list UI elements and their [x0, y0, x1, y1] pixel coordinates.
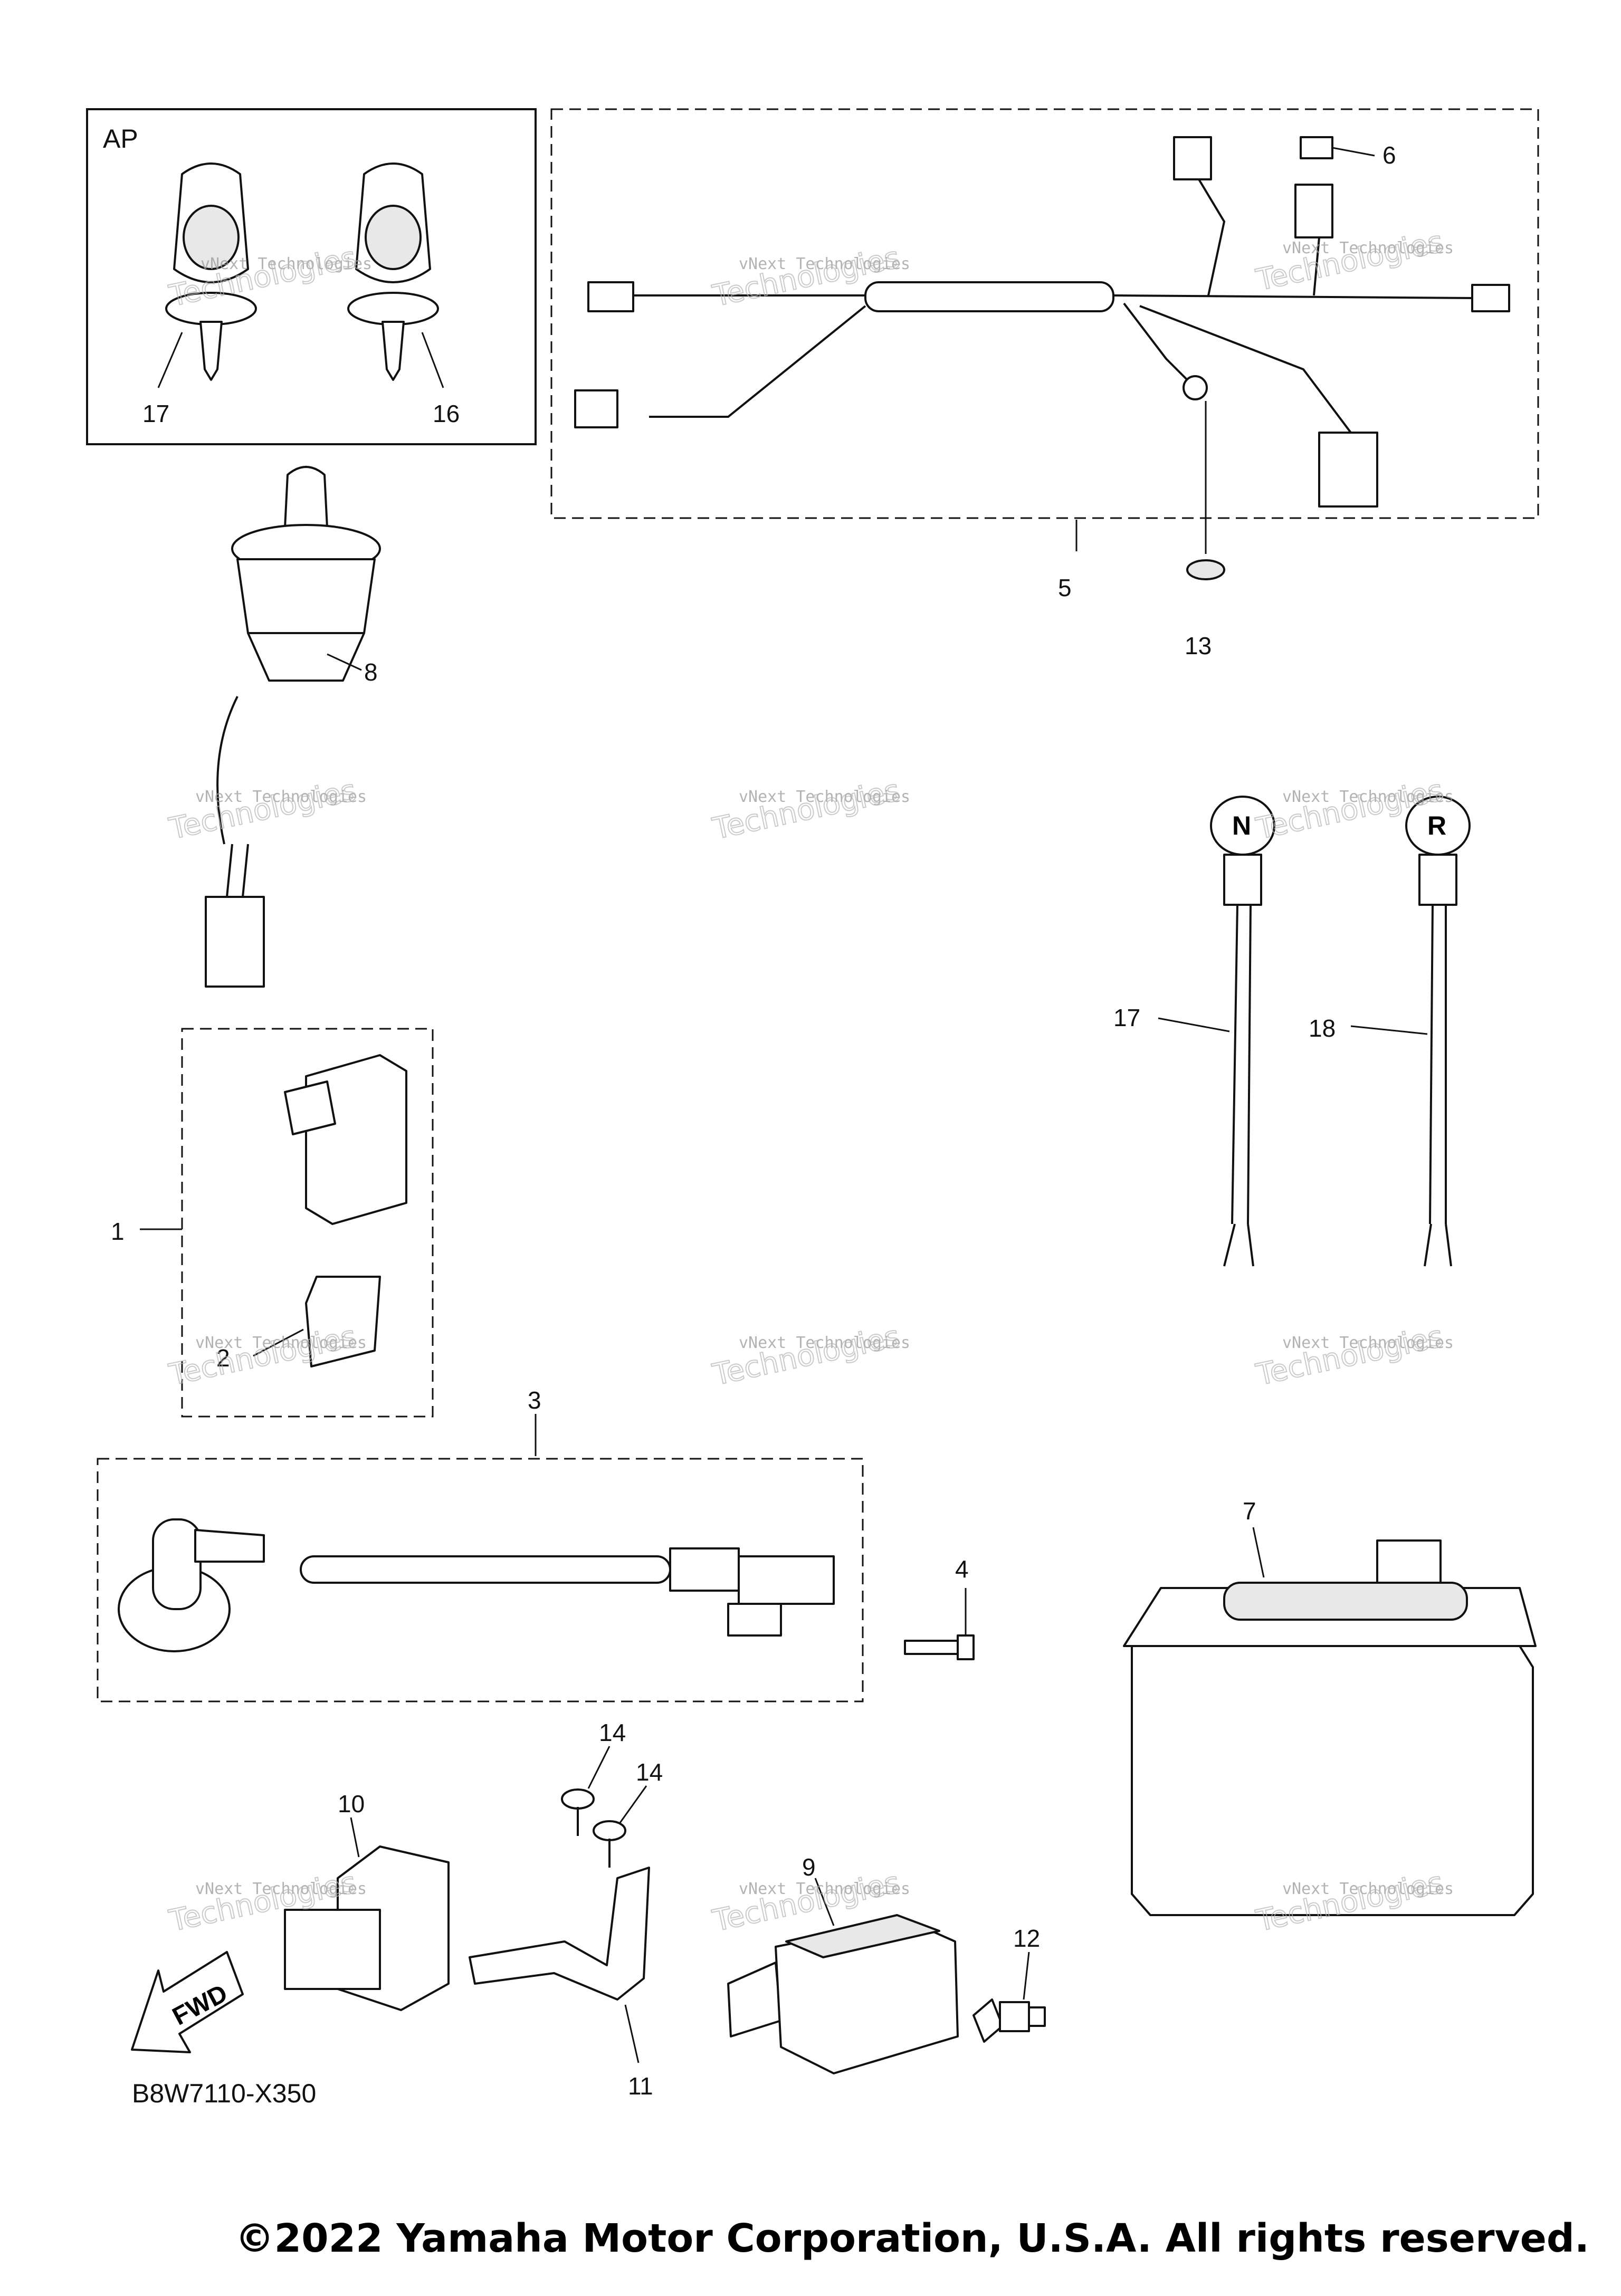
watermark-9: vNext Technologies Technologies [1253, 1319, 1454, 1393]
svg-text:vNext Technologies: vNext Technologies [195, 1880, 367, 1898]
callout-3: 3 [528, 1386, 541, 1414]
svg-text:vNext Technologies: vNext Technologies [739, 255, 910, 273]
ap-kit-box [86, 108, 537, 445]
callout-13: 13 [1185, 632, 1212, 659]
svg-text:vNext Technologies: vNext Technologies [1282, 1880, 1454, 1898]
callout-6: 6 [1382, 141, 1396, 169]
harness-group-box [550, 108, 1539, 519]
key-16 [165, 162, 257, 381]
callout-12: 12 [1013, 1925, 1040, 1952]
ap-label: AP [103, 124, 138, 154]
cdi-unit [284, 1054, 407, 1225]
svg-text:Technologies: Technologies [166, 1319, 359, 1393]
svg-text:vNext Technologies: vNext Technologies [739, 788, 910, 806]
copyright-notice: ©2022 Yamaha Motor Corporation, U.S.A. A… [235, 2216, 1589, 2261]
svg-text:vNext Technologies: vNext Technologies [195, 1334, 367, 1352]
callout-2: 2 [216, 1344, 230, 1372]
callout-15: 16 [433, 400, 460, 427]
cdi-bracket-2 [305, 1276, 381, 1367]
svg-text:Technologies: Technologies [1253, 1319, 1446, 1393]
svg-text:Technologies: Technologies [710, 773, 903, 847]
svg-text:N: N [1232, 811, 1251, 840]
callout-14a: 14 [599, 1719, 626, 1746]
svg-text:vNext Technologies: vNext Technologies [739, 1880, 910, 1898]
svg-text:Technologies: Technologies [1253, 225, 1446, 298]
battery-7 [1123, 1539, 1537, 1916]
fwd-arrow-icon: FWD [131, 1951, 244, 2053]
svg-text:Technologies: Technologies [166, 773, 359, 847]
bolt-4 [904, 1634, 975, 1660]
wire-harness [574, 136, 1510, 508]
watermark-8: vNext Technologies Technologies [709, 1319, 910, 1393]
main-switch-8 [205, 466, 381, 988]
callout-14b: 14 [636, 1758, 663, 1786]
fuse-6 [1300, 136, 1333, 159]
svg-text:vNext Technologies: vNext Technologies [201, 255, 372, 273]
watermark-5: vNext Technologies Technologies [709, 773, 910, 847]
callout-17: 17 [1113, 1004, 1140, 1031]
svg-text:vNext Technologies: vNext Technologies [195, 788, 367, 806]
ignition-coil [118, 1518, 835, 1652]
callout-5: 5 [1058, 574, 1072, 601]
callout-16: 17 [142, 400, 169, 427]
svg-text:vNext Technologies: vNext Technologies [1282, 239, 1454, 257]
callout-10: 10 [338, 1790, 365, 1817]
svg-text:vNext Technologies: vNext Technologies [1282, 1334, 1454, 1352]
callout-18: 18 [1309, 1015, 1336, 1042]
regulator-9 [727, 1914, 959, 2074]
callout-4: 4 [955, 1555, 969, 1583]
watermark-4: vNext Technologies Technologies [166, 773, 367, 847]
callout-8: 8 [364, 658, 378, 686]
svg-text:vNext Technologies: vNext Technologies [1282, 788, 1454, 806]
callout-7: 7 [1243, 1497, 1256, 1525]
washer-13 [1186, 559, 1225, 580]
neutral-switch-17: N [1210, 796, 1275, 1267]
reverse-switch-18: R [1405, 796, 1471, 1267]
ignition-coil-group-box [97, 1458, 864, 1702]
callout-1: 1 [111, 1218, 125, 1245]
svg-text:R: R [1427, 811, 1446, 840]
watermark-3: vNext Technologies Technologies [1253, 224, 1454, 299]
diagram-code: B8W7110-X350 [132, 2079, 316, 2108]
callout-11: 11 [628, 2072, 653, 2100]
callout-9: 9 [802, 1853, 816, 1881]
screw-14b [593, 1820, 626, 1868]
svg-text:vNext Technologies: vNext Technologies [739, 1334, 910, 1352]
bracket-11 [469, 1867, 650, 2001]
watermark-7: vNext Technologies Technologies [166, 1319, 367, 1393]
cdi-group-box [181, 1028, 434, 1418]
key-15 [347, 162, 439, 381]
screw-14a [561, 1788, 595, 1836]
relay-10 [284, 1845, 450, 2011]
bolt-12 [972, 1998, 1046, 2043]
svg-text:Technologies: Technologies [710, 1319, 903, 1393]
